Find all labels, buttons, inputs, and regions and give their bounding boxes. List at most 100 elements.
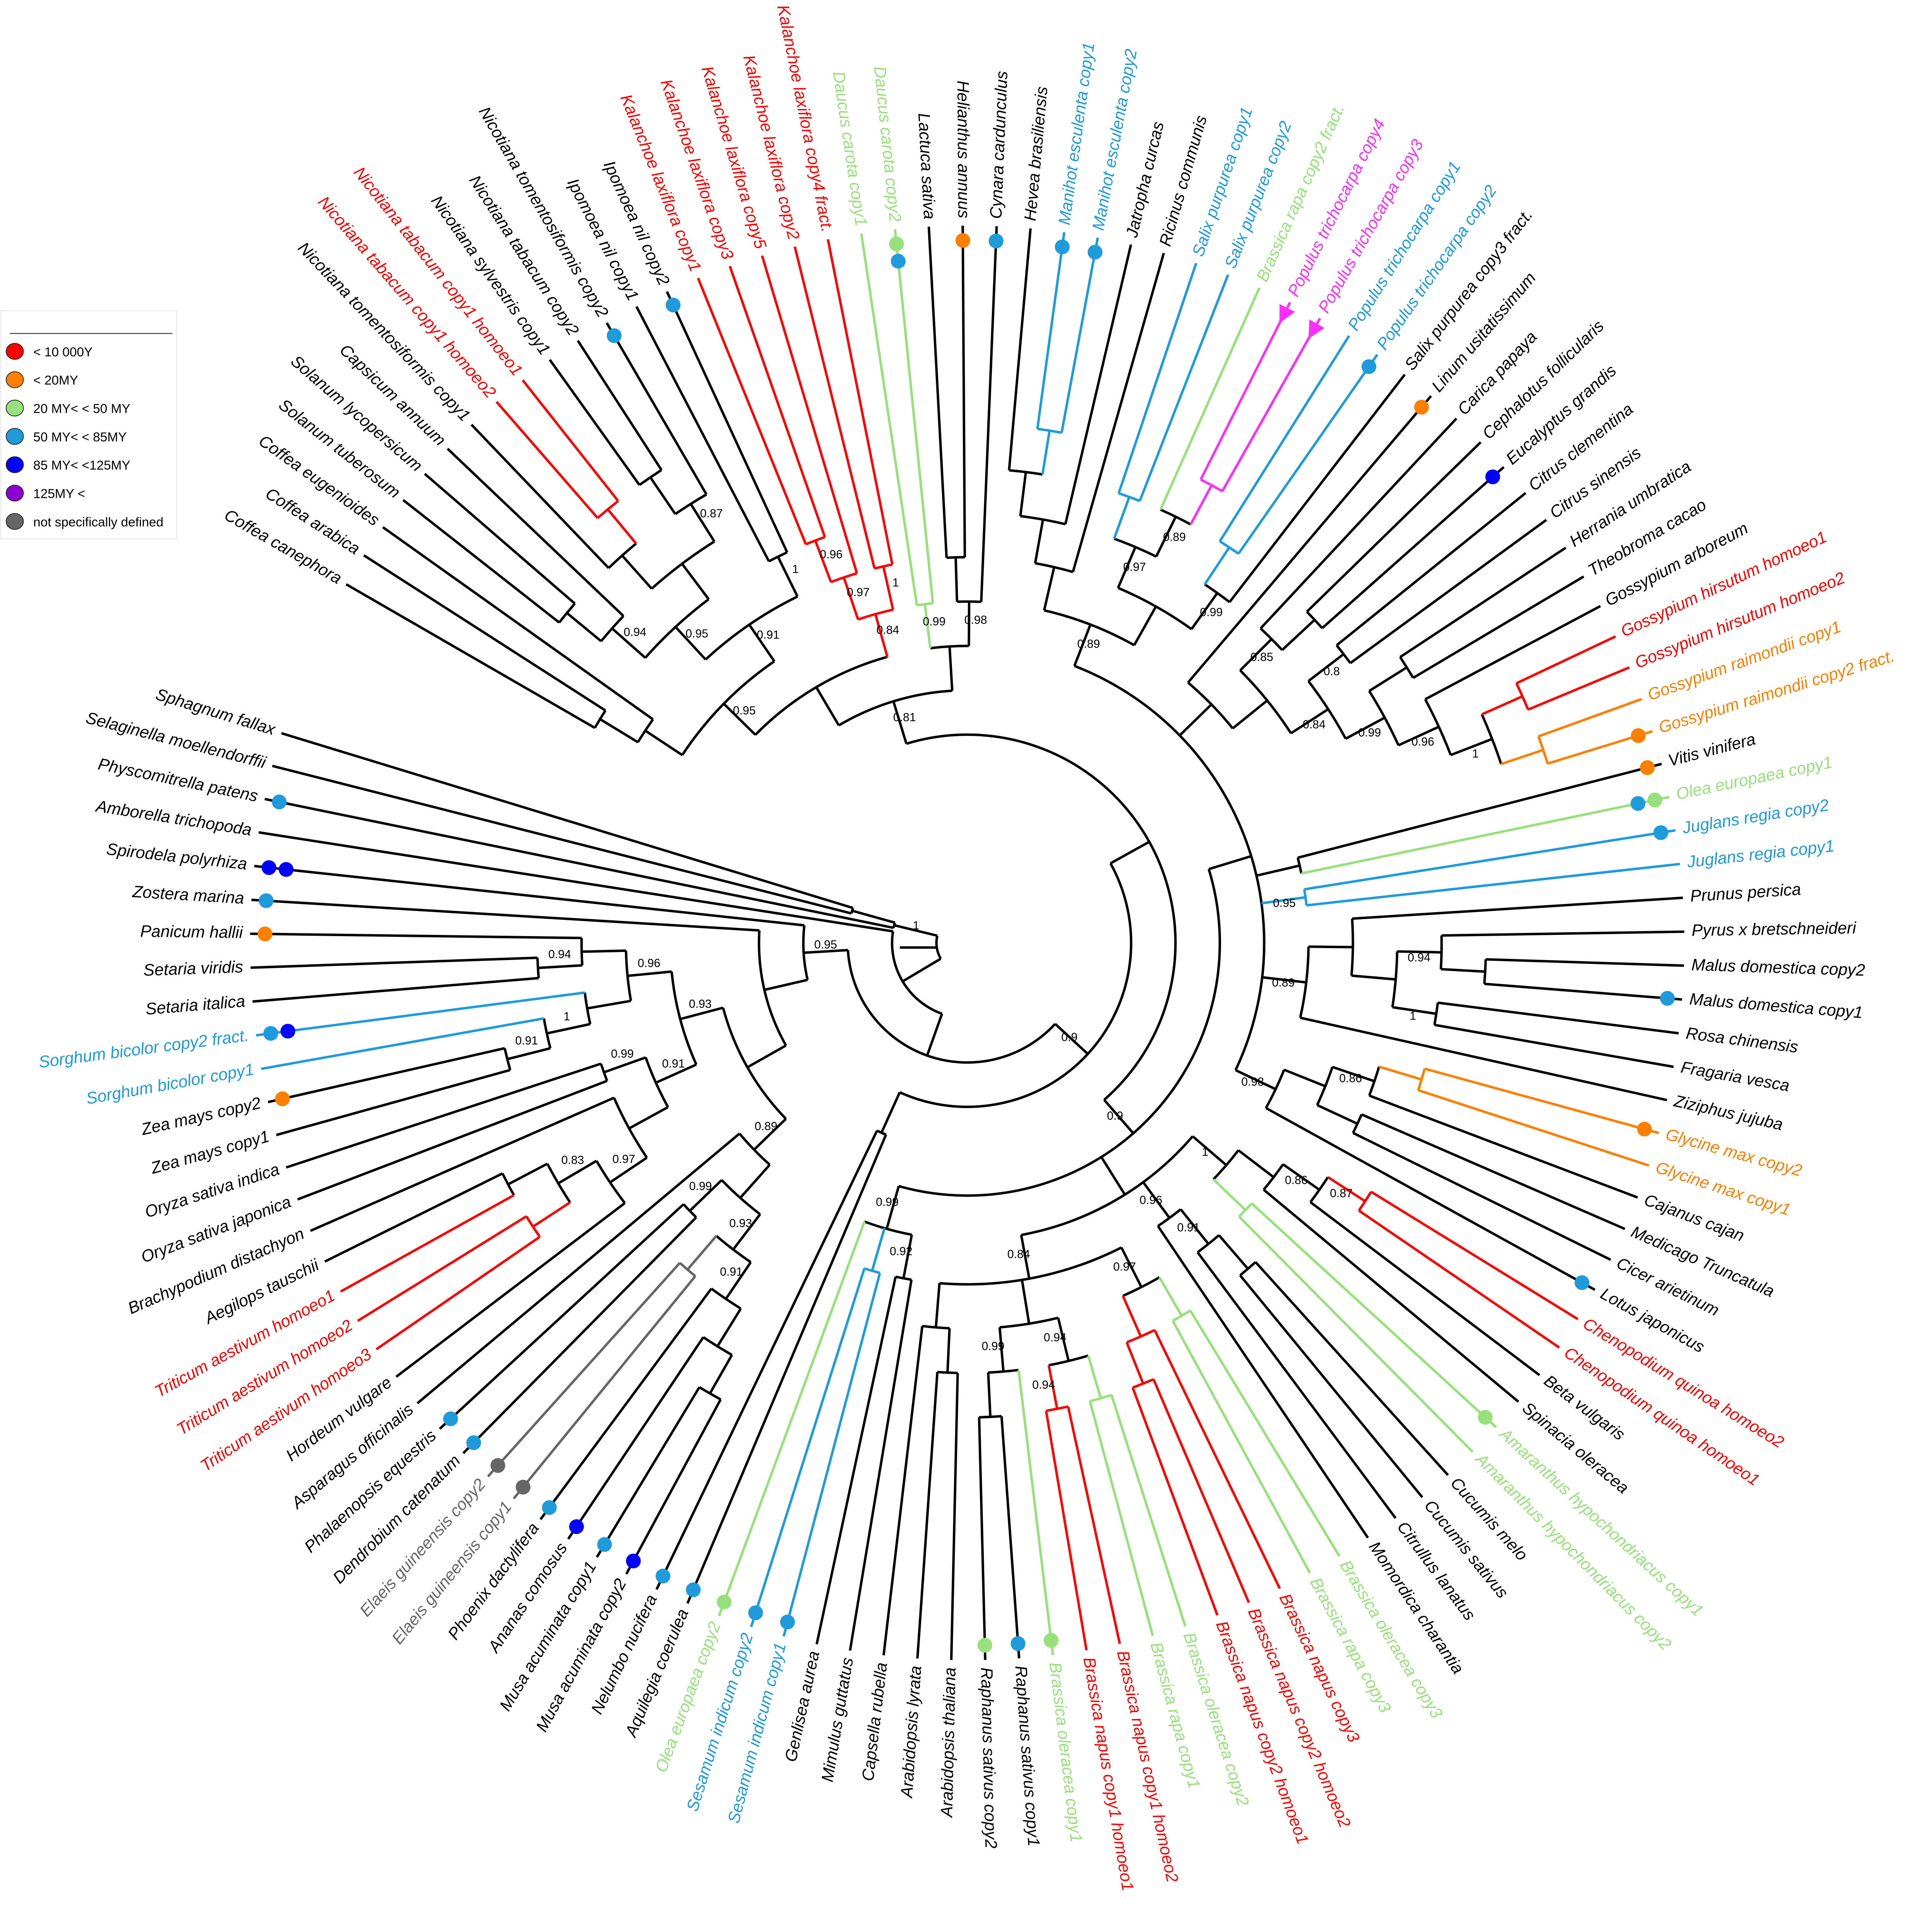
support-value: 0.96	[1412, 736, 1434, 748]
clade-arc	[1160, 508, 1192, 526]
clade-arc	[935, 935, 942, 960]
internal-branch	[1043, 567, 1056, 611]
clade-arc	[946, 556, 965, 559]
clade-arc	[1204, 583, 1231, 603]
clade-arc	[721, 1179, 761, 1216]
internal-branch	[934, 1283, 941, 1328]
internal-branch	[885, 1186, 900, 1229]
leaf-branch	[1008, 228, 1032, 471]
clade-arc	[558, 603, 576, 623]
leaf-branch	[1484, 982, 1682, 1001]
support-value: 0.95	[814, 938, 837, 951]
leaf-branch	[1189, 1310, 1340, 1557]
event-dot	[542, 1500, 557, 1515]
internal-branch	[611, 627, 646, 659]
support-value: 0.91	[662, 1057, 685, 1070]
leaf-label: Raphanus sativus copy1	[1012, 1665, 1043, 1847]
clade-arc	[758, 930, 787, 1046]
clade-arc	[999, 1316, 1059, 1329]
clade-arc	[957, 600, 981, 603]
leaf-branch	[1219, 335, 1350, 542]
clade-arc	[638, 469, 662, 486]
internal-branch	[507, 1047, 551, 1061]
clade-arc	[624, 950, 632, 1001]
support-value: 0.81	[893, 711, 916, 724]
clade-arc	[864, 1220, 912, 1236]
event-dot	[1630, 796, 1646, 811]
leaf-branch	[1297, 763, 1662, 859]
leaf-label: Daucus carota copy1	[829, 70, 870, 228]
leaf-label: Brassica napus copy3	[1276, 1591, 1363, 1745]
clade-arc	[891, 931, 943, 1015]
leaf-branch	[686, 1134, 887, 1604]
support-value: 0.93	[729, 1217, 752, 1230]
internal-branch	[1261, 896, 1306, 905]
leaf-branch	[950, 1373, 959, 1660]
internal-branch	[621, 555, 653, 590]
leaf-branch	[250, 932, 582, 940]
legend-label: 85 MY< <125MY	[33, 458, 130, 473]
leaf-branch	[1088, 1401, 1154, 1636]
internal-branch	[1284, 1068, 1326, 1088]
internal-branch	[926, 1013, 943, 1056]
leaf-branch	[286, 1062, 602, 1169]
leaf-branch	[1349, 519, 1547, 664]
clade-arc	[583, 992, 592, 1025]
internal-branch	[723, 703, 757, 736]
leaf-branch	[1117, 262, 1197, 494]
event-dot	[263, 1026, 278, 1041]
support-value: 0.99	[689, 1180, 712, 1193]
event-arrow	[1279, 304, 1295, 323]
internal-branch	[1218, 1234, 1249, 1270]
event-dot	[686, 1582, 701, 1597]
leaf-branch	[1441, 930, 1684, 937]
internal-branch	[532, 1201, 571, 1228]
leaf-branch	[1238, 1216, 1474, 1453]
leaf-branch	[1485, 958, 1684, 967]
clade-arc	[1424, 698, 1452, 756]
legend-swatch	[5, 485, 24, 502]
leaf-label: Genlisea aurea	[781, 1649, 823, 1763]
leaf-branch	[728, 266, 826, 538]
event-dot	[1637, 1122, 1652, 1137]
internal-branch	[1117, 547, 1137, 589]
clade-arc	[1358, 1191, 1372, 1212]
legend-label: < 20MY	[33, 373, 78, 388]
internal-branch	[874, 614, 889, 657]
leaf-branch	[1138, 274, 1230, 502]
event-dot	[1640, 760, 1655, 775]
internal-branch	[1204, 547, 1230, 585]
clade-arc	[607, 542, 637, 569]
clade-arc	[704, 595, 798, 661]
clade-arc	[1483, 959, 1487, 984]
event-dot	[261, 860, 277, 875]
leaf-branch	[267, 1047, 505, 1103]
leaf-branch	[324, 1172, 503, 1263]
leaf-branch	[1263, 1188, 1519, 1403]
clade-arc	[1172, 1309, 1191, 1322]
internal-branch	[1047, 1365, 1059, 1409]
support-value: 0.98	[964, 614, 987, 627]
internal-branch	[1351, 974, 1396, 981]
clade-arc	[1020, 515, 1066, 526]
internal-branch	[1368, 666, 1408, 692]
event-dot	[275, 1091, 290, 1107]
clade-arc	[1037, 427, 1062, 434]
support-value: 0.96	[1139, 1194, 1162, 1207]
internal-branch	[538, 964, 582, 969]
clade-arc	[679, 1262, 696, 1277]
leaf-branch	[447, 448, 624, 617]
internal-branch	[609, 1156, 648, 1183]
clade-arc	[1074, 665, 1265, 1071]
leaf-branch	[1358, 1209, 1560, 1349]
internal-branch	[709, 1354, 733, 1394]
support-value: 0.94	[1032, 1379, 1055, 1391]
support-value: 1	[792, 563, 799, 575]
support-value: 0.99	[611, 1048, 634, 1061]
leaf-branch	[1172, 1320, 1311, 1574]
leaf-branch	[376, 1236, 541, 1350]
leaf-branch	[1153, 1329, 1281, 1589]
leaf-branch	[827, 239, 894, 565]
clade-arc	[1187, 681, 1234, 729]
